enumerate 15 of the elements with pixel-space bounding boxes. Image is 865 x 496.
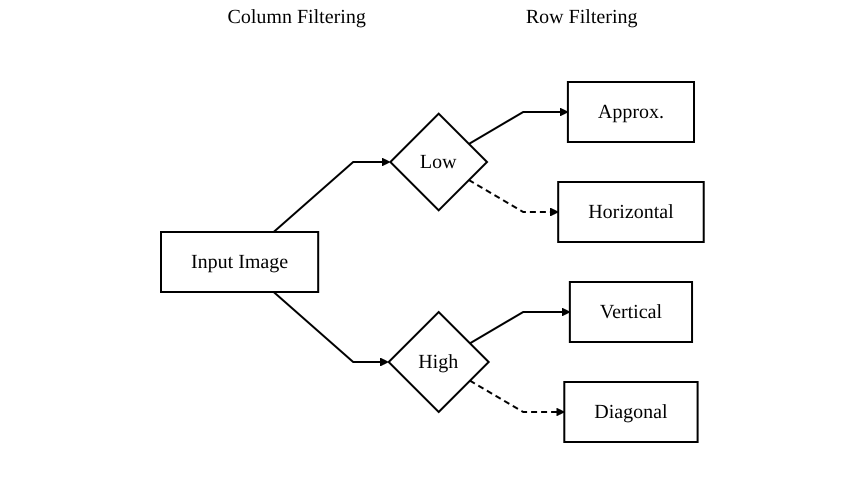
node-diamond: Low	[389, 112, 489, 212]
arrow	[468, 108, 568, 145]
node-box: Approx.	[567, 81, 696, 143]
arrow	[273, 291, 389, 366]
arrow	[469, 380, 565, 416]
node-box: Diagonal	[563, 381, 699, 443]
node-box: Input Image	[160, 231, 320, 293]
column-heading: Row Filtering	[526, 6, 638, 30]
node-diamond: High	[387, 310, 490, 414]
node-box: Vertical	[569, 281, 694, 343]
arrow	[469, 308, 570, 344]
arrow	[468, 179, 559, 216]
node-box: Horizontal	[557, 181, 705, 243]
arrow	[273, 158, 390, 233]
column-heading: Column Filtering	[227, 6, 366, 30]
